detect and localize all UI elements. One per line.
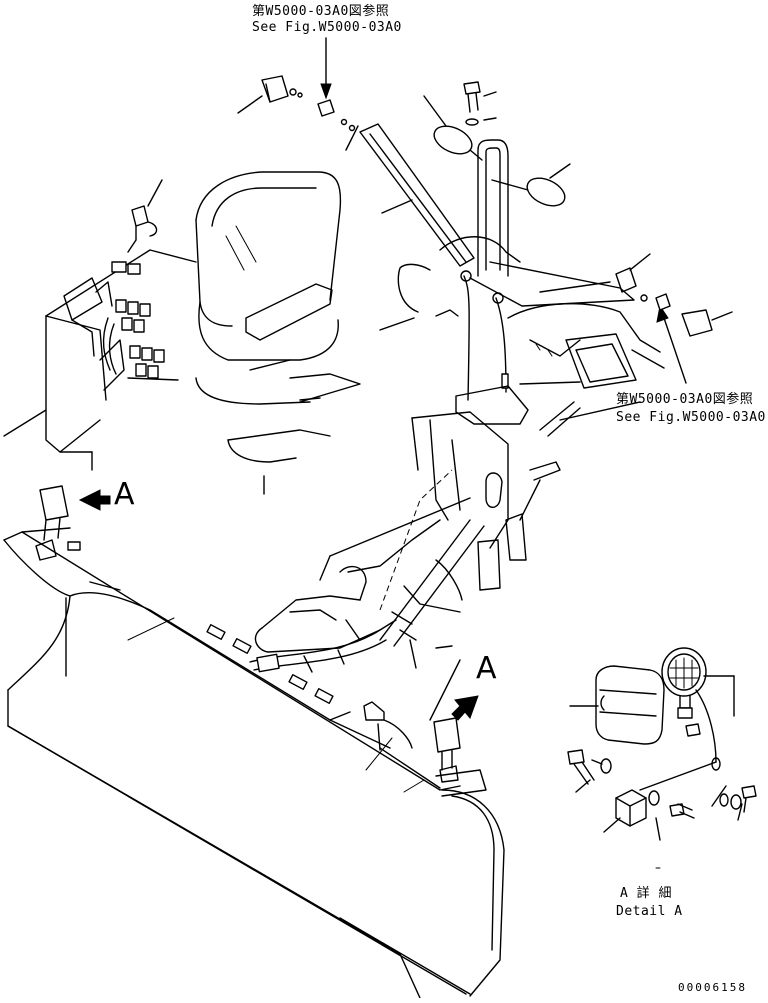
right-reference-arrow xyxy=(656,304,687,384)
detail-a-label-en: Detail A xyxy=(616,904,683,919)
detail-a-bolts xyxy=(567,749,757,841)
operator-seat xyxy=(195,171,361,405)
operator-console xyxy=(3,249,197,471)
work-lamp-right xyxy=(640,293,733,337)
grab-handle xyxy=(477,139,509,277)
lamp-bracket-top xyxy=(317,99,359,151)
floor-outline xyxy=(227,397,331,495)
mirror-right xyxy=(491,163,571,207)
right-reference-label-en: See Fig.W5000-03A0 xyxy=(616,410,766,425)
view-a-marker-left: A xyxy=(114,477,135,512)
drawing-number: 00006158 xyxy=(678,981,747,994)
blade-harness xyxy=(249,619,397,673)
main-frame xyxy=(411,302,665,591)
detail-a-wire xyxy=(639,757,721,791)
wire-harness xyxy=(379,263,509,401)
blade-lamp-center xyxy=(429,645,479,783)
detail-a-cover xyxy=(569,665,665,745)
top-reference-label-en: See Fig.W5000-03A0 xyxy=(252,20,402,35)
relay-cluster xyxy=(102,261,165,379)
view-a-marker-center: A xyxy=(476,651,497,686)
lamp-arm xyxy=(359,123,651,307)
switch-unit xyxy=(127,179,163,253)
detail-a-bracket xyxy=(603,789,647,833)
top-reference-label-jp: 第W5000-03A0図参照 xyxy=(252,4,390,19)
mirror-left xyxy=(423,95,483,161)
push-arm xyxy=(254,469,471,653)
dozer-blade xyxy=(3,527,505,999)
lift-cylinder xyxy=(379,519,485,669)
top-reference-arrow xyxy=(320,37,332,100)
detail-a-lamp xyxy=(661,647,735,763)
work-lamp-top-left xyxy=(237,75,303,114)
blade-lamp-left xyxy=(35,485,111,561)
blade-top-features xyxy=(67,541,425,793)
bolt-top xyxy=(463,81,497,126)
detail-a-label-jp: A 詳 細 xyxy=(620,886,672,901)
right-reference-label-jp: 第W5000-03A0図参照 xyxy=(616,392,754,407)
